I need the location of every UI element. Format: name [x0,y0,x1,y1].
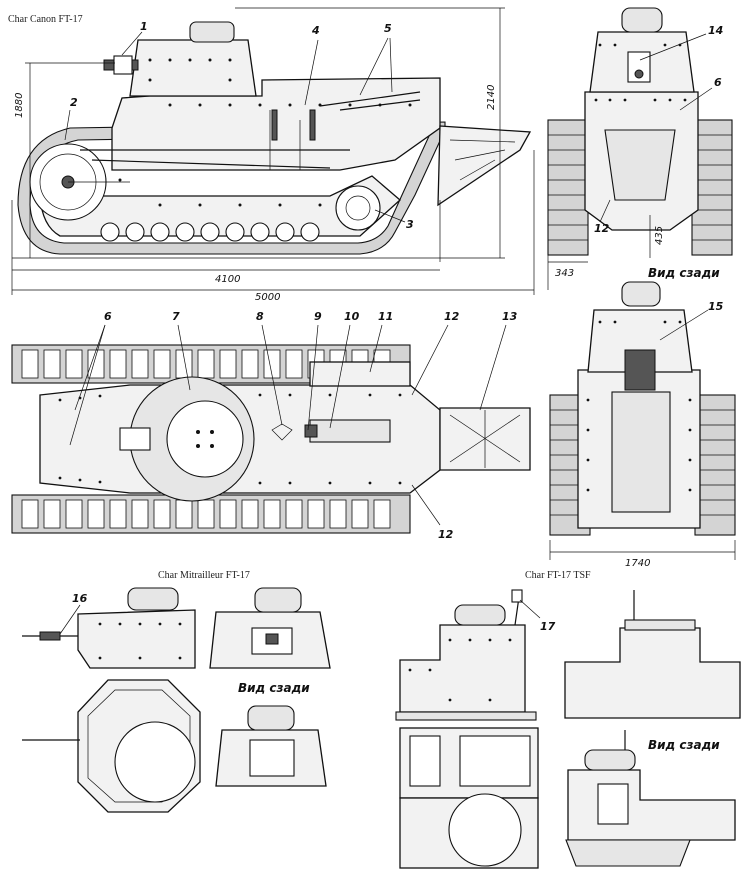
mg-turret-rear-2 [215,705,327,787]
front-cupola [621,7,663,33]
callout-5: 5 [384,22,392,35]
tsf-top [399,727,539,869]
callout-12-front: 12 [594,222,610,235]
view-label-rear-mg: Вид сзади [238,681,310,695]
callout-9: 9 [314,310,322,323]
rear-track-right [694,394,736,536]
callout-11: 11 [378,310,393,323]
callout-15: 15 [708,300,724,313]
front-view-cannon [547,7,733,290]
front-track-left [547,119,589,256]
callout-16: 16 [72,592,88,605]
front-track-right [691,119,733,256]
tsf-side [395,589,537,721]
mg-turret-rear [209,587,331,669]
rear-view-cannon [549,281,736,560]
callout-8: 8 [256,310,264,323]
caption-tsf: Char FT-17 TSF [525,570,591,581]
callout-1: 1 [140,20,148,33]
road-wheels [100,222,320,242]
top-cupola [166,400,244,478]
callout-12-top: 12 [444,310,460,323]
dim-1740: 1740 [625,558,650,569]
side-turret [129,39,257,97]
side-tail [437,125,532,207]
rear-turret [587,309,693,373]
callout-7: 7 [172,310,180,323]
top-hatch [309,419,391,443]
dim-343: 343 [555,268,574,279]
dim-2140: 2140 [486,85,497,110]
callout-13: 13 [502,310,518,323]
dim-5000: 5000 [255,292,280,303]
dim-4100: 4100 [215,274,240,285]
callout-12-bottom: 12 [438,528,454,541]
callout-4: 4 [311,24,320,37]
view-label-rear-cannon: Вид сзади [648,266,720,280]
tsf-front [564,590,741,719]
callout-10: 10 [344,310,360,323]
callout-6-front: 6 [714,76,722,89]
side-cupola [189,21,235,43]
callout-3: 3 [406,218,414,231]
callout-6-top: 6 [104,310,112,323]
top-view-cannon [11,344,531,534]
view-label-rear-tsf: Вид сзади [648,738,720,752]
tsf-rear [565,730,736,867]
callout-17: 17 [540,620,556,633]
mg-turret-side [22,587,196,669]
callout-2: 2 [70,96,78,109]
callout-14: 14 [708,24,723,37]
caption-cannon: Char Canon FT-17 [8,14,83,25]
caption-machine-gun: Char Mitrailleur FT-17 [158,570,250,581]
dim-435: 435 [654,226,665,245]
rear-cupola [621,281,661,307]
mg-turret-top [22,679,201,813]
side-view-cannon [11,7,535,295]
drive-sprocket [335,185,381,231]
dim-1880: 1880 [14,93,25,118]
